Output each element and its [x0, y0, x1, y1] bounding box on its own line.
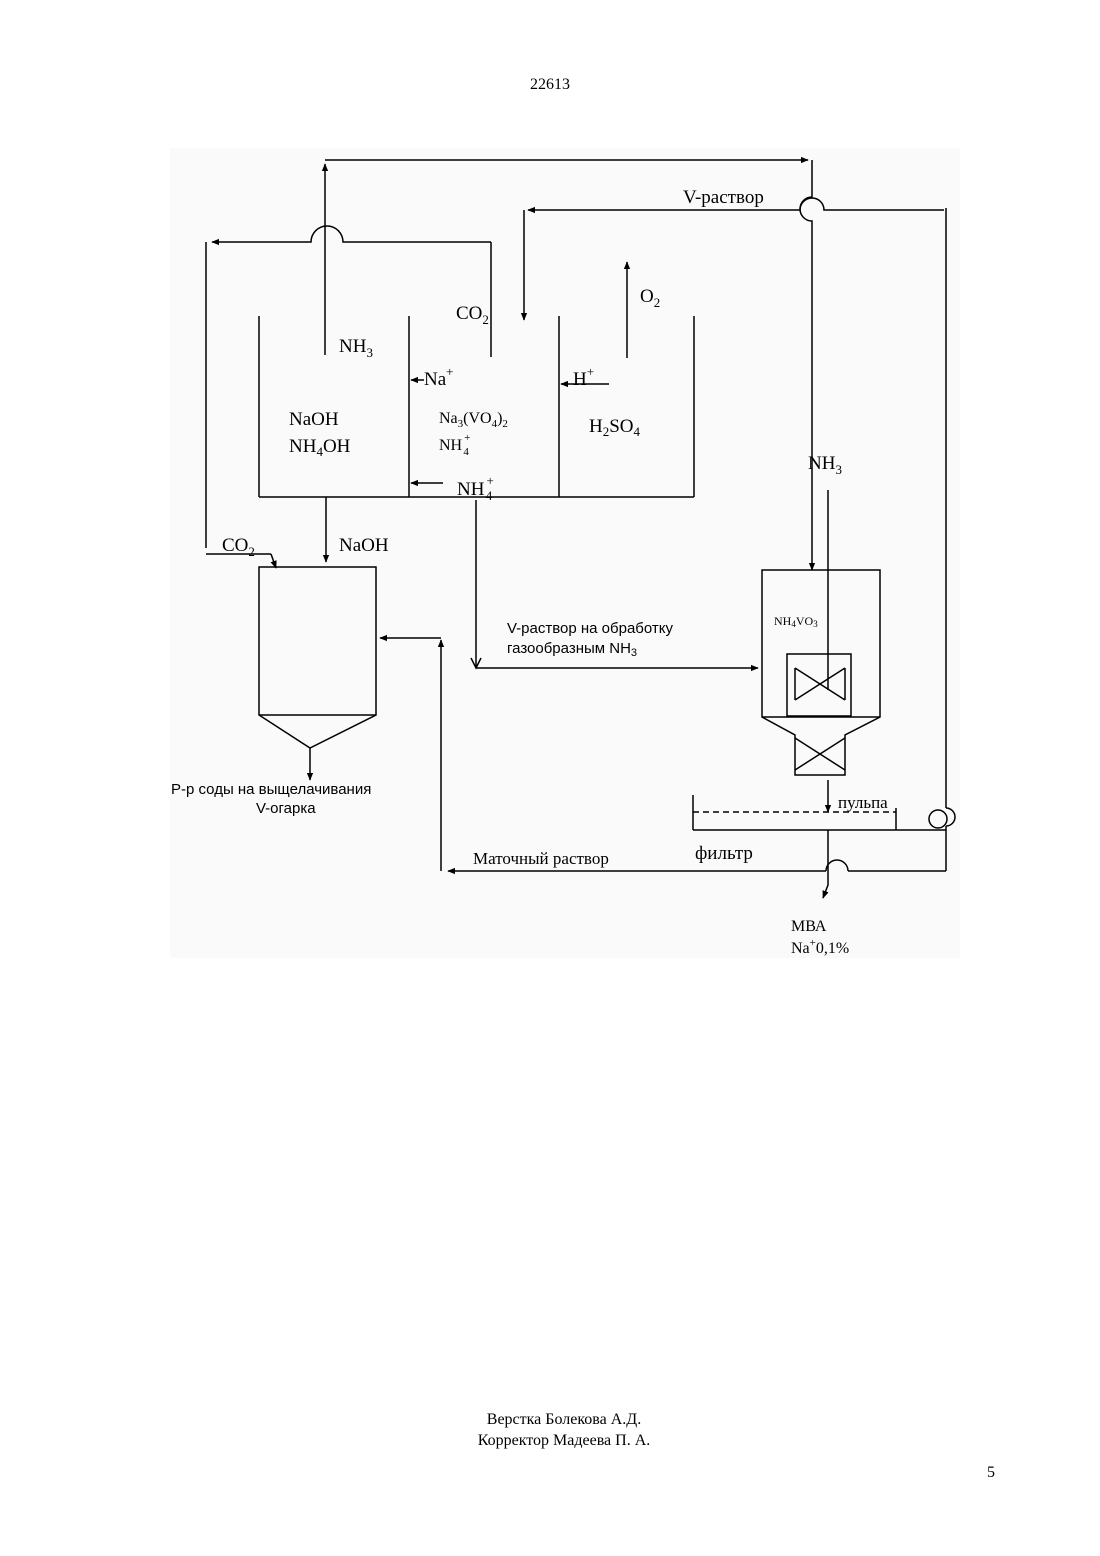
mother-liquor-label: Маточный раствор — [473, 849, 609, 868]
v-solution-treatment-label-2: газообразным NH3 — [507, 640, 637, 659]
v-solution-treatment-label: V-раствор на обработку — [507, 620, 673, 637]
page-number: 5 — [987, 1464, 995, 1482]
proof-credit: Корректор Мадеева П. А. — [0, 1430, 1100, 1451]
soda-solution-label-2: V-огарка — [256, 800, 316, 817]
filter-label: фильтр — [695, 843, 753, 864]
naoh-cell-label: NaOH — [289, 409, 339, 430]
na-content-label: Na+0,1% — [791, 937, 849, 957]
pulp-label: пульпа — [838, 793, 888, 812]
h2so4-label: H2SO4 — [589, 416, 641, 439]
soda-solution-label: Р-р соды на выщелачивания — [171, 781, 371, 798]
credits-block: Верстка Болекова А.Д. Корректор Мадеева … — [0, 1409, 1100, 1451]
mva-label: МВА — [791, 918, 827, 935]
layout-credit: Верстка Болекова А.Д. — [0, 1409, 1100, 1430]
nh4vo3-label: NH4VO3 — [774, 614, 818, 629]
v-solution-label-top: V-раствор — [683, 187, 764, 208]
scan-background — [170, 148, 960, 958]
naoh-label-lower: NaOH — [339, 535, 389, 556]
